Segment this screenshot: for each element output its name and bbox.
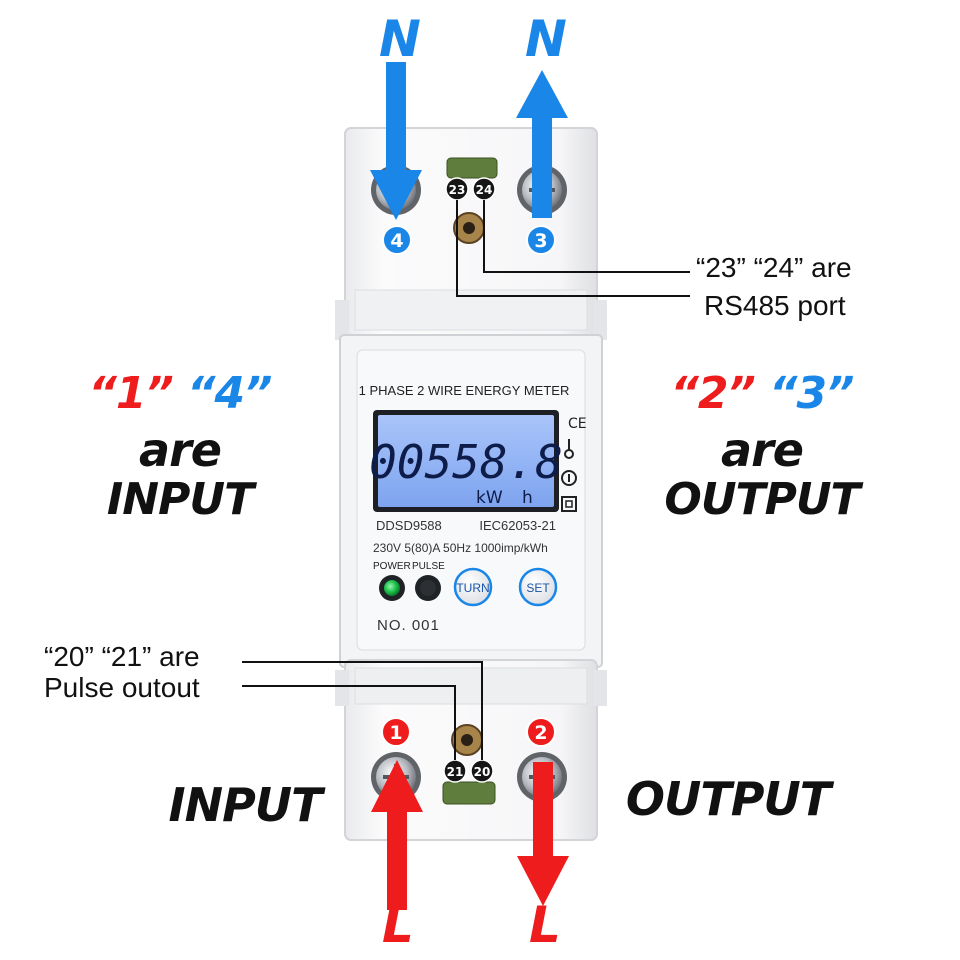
rs485-connector — [446, 157, 498, 179]
arrow-l-input — [371, 760, 423, 910]
left-note-terminals: “1” “4” — [70, 368, 290, 419]
right-note-terminals: “2” “3” — [652, 368, 872, 419]
double-insulation-icon — [561, 496, 577, 512]
turn-button[interactable]: TURN — [453, 567, 493, 607]
set-button[interactable]: SET — [518, 567, 558, 607]
svg-text:2: 2 — [534, 722, 547, 744]
ce-mark: CE — [568, 416, 587, 432]
lcd-reading: 00558.8 — [369, 435, 563, 489]
thermometer-icon — [564, 439, 574, 459]
badge-terminal-1: 1 — [381, 717, 411, 747]
lcd-unit-kw: kW — [476, 488, 503, 508]
label-n-top-right: N — [525, 10, 567, 68]
power-led — [379, 575, 405, 601]
badge-terminal-20: 20 — [470, 759, 494, 783]
pulse-label: PULSE — [412, 561, 445, 572]
label-l-bottom-left: L — [382, 896, 414, 954]
badge-terminal-21: 21 — [443, 759, 467, 783]
standard-number: IEC62053-21 — [479, 518, 556, 533]
svg-text:4: 4 — [390, 230, 403, 252]
svg-text:24: 24 — [476, 183, 493, 197]
left-quote-1: “1” — [88, 368, 174, 419]
meter-header: 1 PHASE 2 WIRE ENERGY METER — [359, 383, 570, 398]
badge-terminal-2: 2 — [526, 717, 556, 747]
pulse-annotation-line1: “20” “21” are — [44, 641, 200, 672]
model-number: DDSD9588 — [376, 518, 442, 533]
pulse-led — [415, 575, 441, 601]
svg-text:20: 20 — [474, 765, 491, 779]
left-note-role: INPUT — [106, 474, 254, 525]
arrow-n-input — [370, 62, 422, 220]
badge-terminal-24: 24 — [472, 177, 496, 201]
right-quote-3: “3” — [769, 368, 854, 419]
label-n-top-left: N — [379, 10, 421, 68]
right-quote-2: “2” — [670, 368, 756, 419]
bottom-input-label: INPUT — [168, 778, 322, 832]
power-label: POWER — [373, 561, 411, 572]
pulse-leader-lines — [242, 661, 483, 760]
serial-number: NO. 001 — [377, 617, 440, 634]
rs485-leader-lines — [456, 200, 690, 297]
arrow-l-output — [517, 762, 569, 906]
rs485-annotation-line1: “23” “24” are — [696, 252, 852, 283]
badge-terminal-23: 23 — [445, 177, 469, 201]
svg-text:SET: SET — [526, 581, 550, 595]
left-quote-4: “4” — [187, 368, 272, 419]
lcd-unit-h: h — [522, 488, 533, 508]
right-note-role: OUTPUT — [664, 474, 860, 525]
right-note-are: are — [721, 423, 804, 477]
svg-text:1: 1 — [389, 722, 402, 744]
badge-terminal-3: 3 — [526, 225, 556, 255]
lcd-display: 00558.8 kW h — [369, 410, 563, 512]
svg-text:3: 3 — [534, 230, 547, 252]
bottom-output-label: OUTPUT — [625, 772, 831, 826]
svg-text:23: 23 — [449, 183, 466, 197]
pulse-annotation-line2: Pulse outout — [44, 672, 200, 703]
pulse-connector — [442, 781, 496, 805]
rs485-annotation-line2: RS485 port — [704, 290, 846, 321]
meter-specs: 230V 5(80)A 50Hz 1000imp/kWh — [373, 541, 548, 555]
label-l-bottom-right: L — [529, 896, 561, 954]
left-note-are: are — [139, 423, 222, 477]
svg-text:21: 21 — [447, 765, 464, 779]
svg-text:TURN: TURN — [456, 581, 489, 595]
arrow-n-output — [516, 70, 568, 218]
class-one-icon — [561, 470, 577, 486]
badge-terminal-4: 4 — [382, 225, 412, 255]
